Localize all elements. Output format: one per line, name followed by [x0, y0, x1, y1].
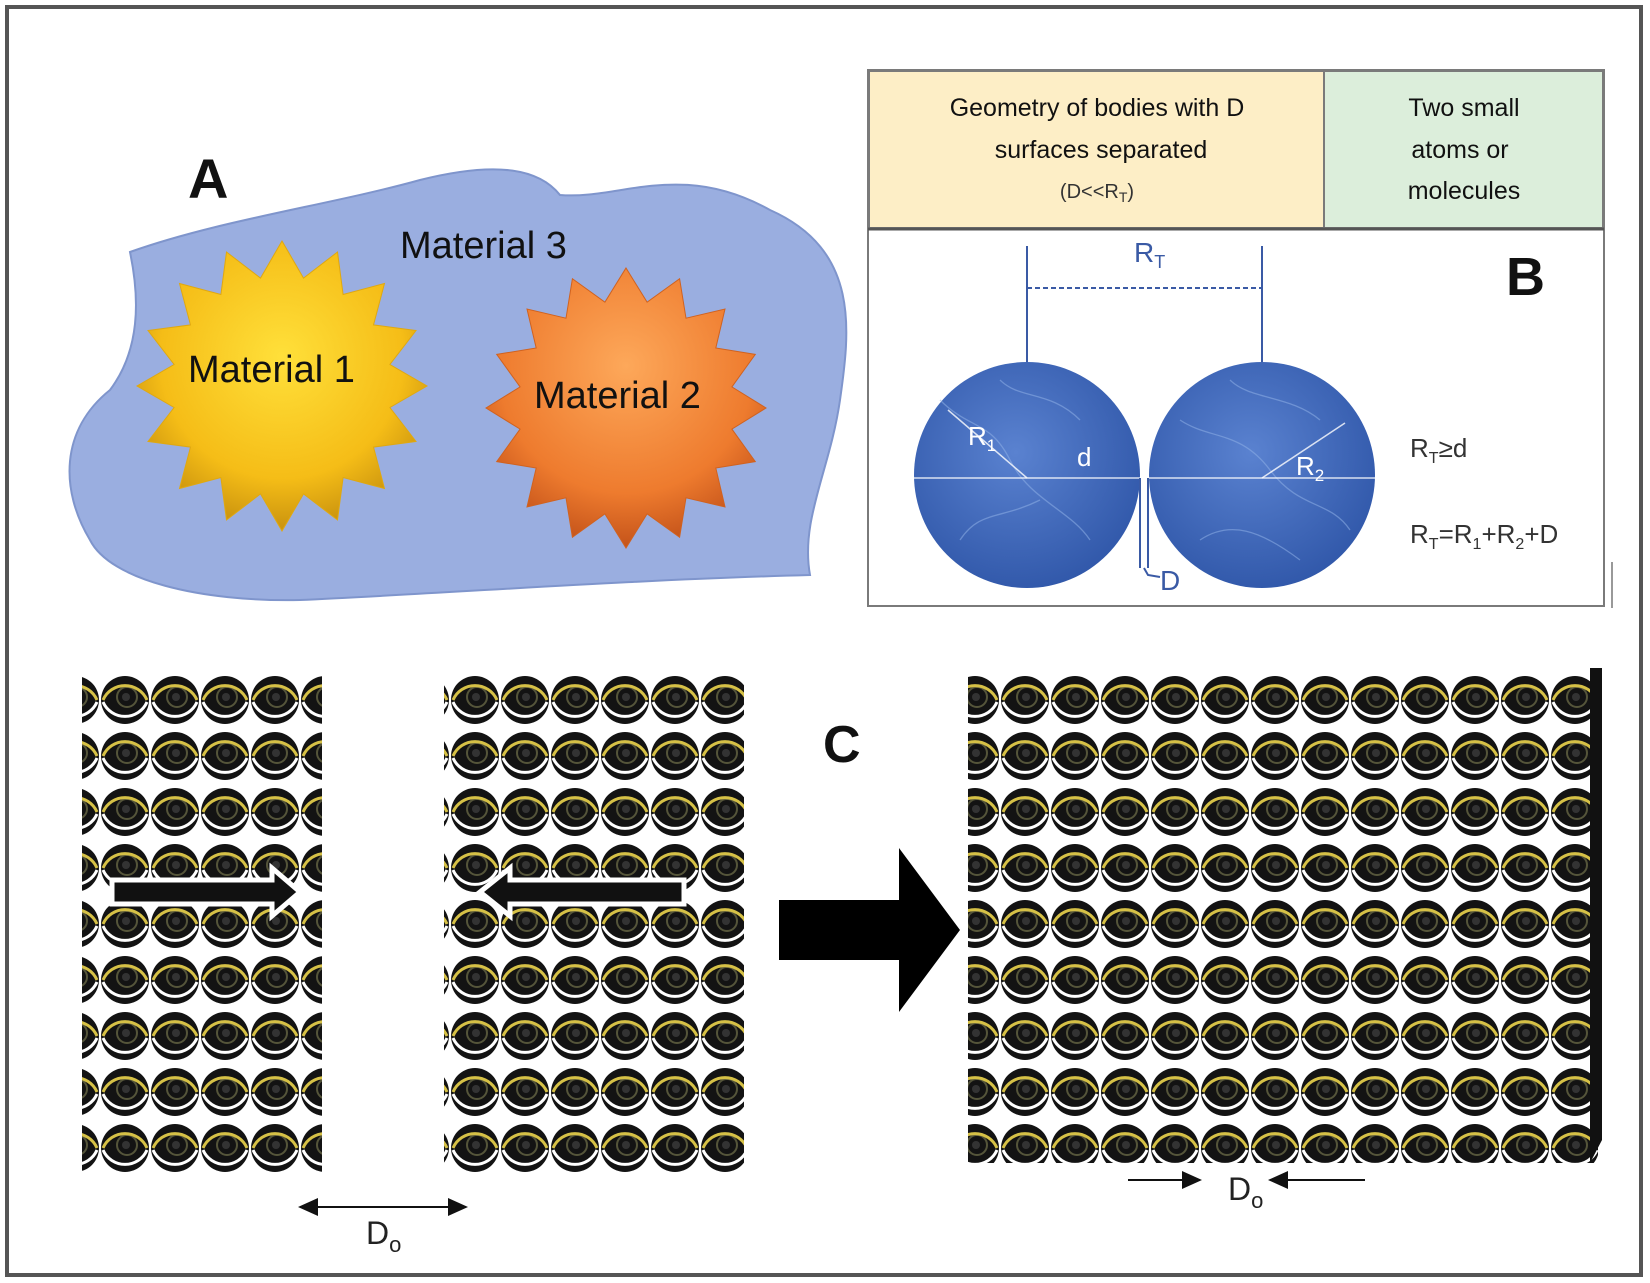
header-atoms-line-1: Two small: [1408, 94, 1519, 122]
sphere-1: [914, 362, 1140, 588]
left-block-arrow: [109, 862, 304, 922]
material-2-label: Material 2: [534, 375, 701, 417]
r2-label: R2: [1296, 451, 1324, 485]
panel-b: Geometry of bodies with D surfaces separ…: [867, 69, 1613, 608]
header-atoms-line-3: molecules: [1408, 177, 1521, 205]
sphere-texture: [939, 379, 1351, 561]
header-geometry-condition: (D<<RT): [1060, 181, 1134, 205]
gap-d-label: D: [1160, 565, 1180, 596]
right-block-edge: [1590, 668, 1602, 1163]
header-geometry-line-2: surfaces separated: [995, 136, 1208, 164]
rt-label: RT: [1134, 237, 1165, 272]
transition-arrow: [779, 848, 960, 1012]
gap-do-right-label: Do: [1228, 1171, 1263, 1213]
panel-a-letter: A: [188, 147, 228, 210]
r1-label: R1: [968, 421, 996, 455]
left-particle-block: [82, 670, 322, 1180]
header-atoms-line-2: atoms or: [1411, 136, 1508, 164]
panel-c-letter: C: [823, 716, 861, 774]
panel-b-letter: B: [1506, 247, 1545, 307]
equation-rt-ge-d: RT≥d: [1410, 433, 1467, 467]
middle-block-arrow: [475, 862, 687, 922]
right-particle-block: [968, 668, 1598, 1163]
material-1-label: Material 1: [188, 349, 355, 391]
d-label: d: [1077, 442, 1091, 472]
header-atoms-cell: [1323, 70, 1604, 229]
material-3-label: Material 3: [400, 225, 567, 267]
panel-a: A Material 3 Material 1 Material 2: [68, 147, 848, 602]
panel-c: C Do Do: [82, 668, 1602, 1257]
sphere-1-radius: [947, 409, 1028, 479]
equation-rt-sum: RT=R1+R2+D: [1410, 519, 1558, 553]
middle-particle-block: [444, 670, 744, 1180]
material-2-body: [485, 267, 767, 549]
gap-pointer: [1143, 567, 1161, 578]
header-geometry-line-1: Geometry of bodies with D: [950, 94, 1245, 122]
gap-do-left-label: Do: [366, 1215, 401, 1257]
header-geometry-cell: [868, 70, 1325, 229]
sphere-2-radius: [1261, 422, 1346, 479]
material-1-body: [136, 240, 428, 532]
